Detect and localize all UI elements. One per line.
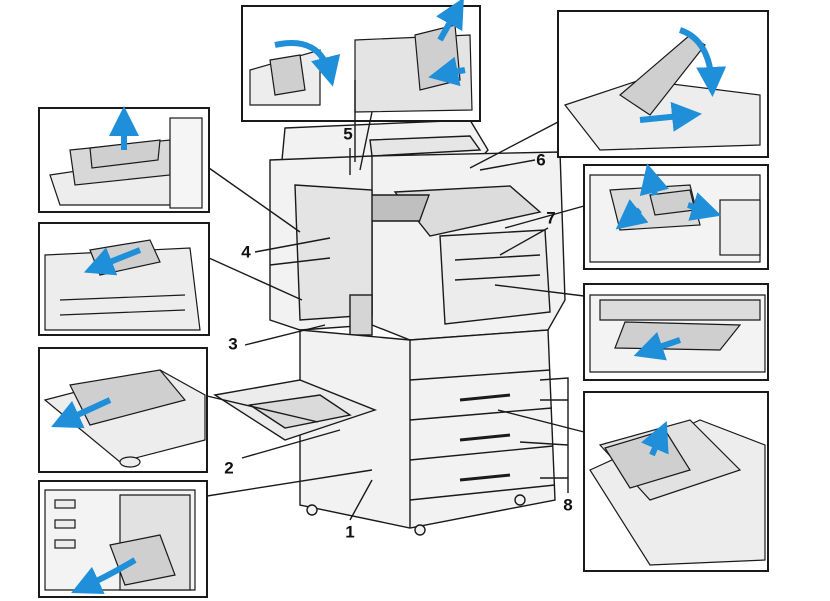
arrow-curve-icon <box>678 27 727 97</box>
jammed-paper <box>89 139 161 169</box>
tray-1 <box>409 369 551 381</box>
callout-1: 1 <box>345 522 355 542</box>
callout-4: 4 <box>241 242 251 262</box>
arrow-right-icon <box>639 101 702 132</box>
jammed-paper <box>414 24 461 91</box>
callout-6: 6 <box>536 150 546 170</box>
arrow-left-icon <box>83 247 142 276</box>
arrow-up-icon <box>639 163 669 197</box>
arrow-up-icon <box>436 0 464 42</box>
callout-7: 7 <box>546 208 556 228</box>
arrow-up-icon <box>641 420 669 457</box>
jammed-paper <box>614 321 742 351</box>
callout-2: 2 <box>224 458 234 478</box>
callout-5: 5 <box>343 124 353 144</box>
tray-4 <box>409 484 556 501</box>
arrow-left-icon <box>633 331 681 361</box>
callout-3: 3 <box>228 334 238 354</box>
tray-2 <box>409 407 553 421</box>
inset-details <box>43 24 766 591</box>
removal-arrows <box>51 0 727 595</box>
arrow-left-icon <box>51 397 112 429</box>
jammed-paper <box>619 34 706 116</box>
tray-3 <box>409 445 554 461</box>
printer-main <box>213 119 566 536</box>
arrow-left-icon <box>428 56 466 87</box>
arrow-rotate-icon <box>274 40 341 87</box>
arrow-left-icon <box>71 557 137 595</box>
arrow-down-icon <box>615 199 649 230</box>
leader-lines <box>206 80 585 521</box>
callout-8: 8 <box>563 495 573 515</box>
arrow-right-icon <box>687 192 722 221</box>
